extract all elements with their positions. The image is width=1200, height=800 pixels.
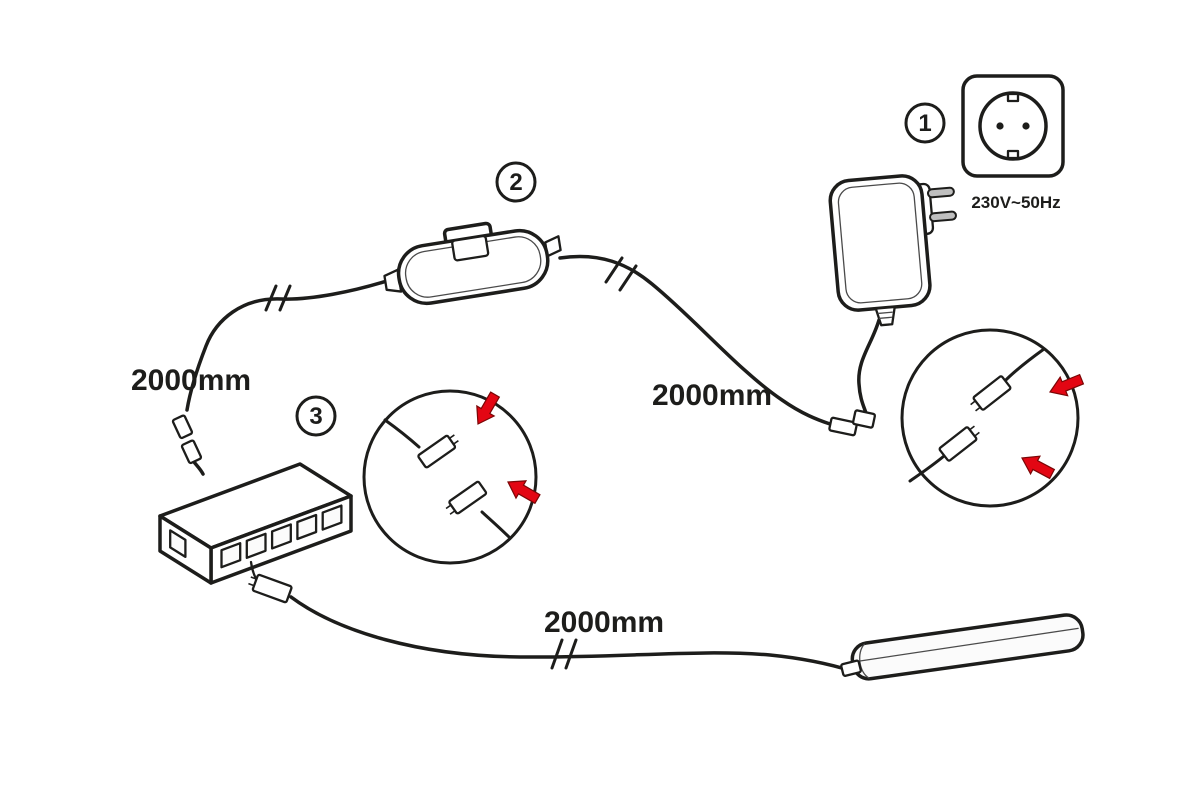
socket-hole-right: [1022, 122, 1030, 130]
plug-connector-icon: [171, 414, 203, 465]
plug-connector-icon: [840, 659, 862, 677]
adapter-body-inner: [837, 182, 923, 304]
cable-break-marks-icon: [550, 638, 578, 670]
cable-break-marks-icon: [604, 256, 638, 292]
box-port: [245, 532, 267, 559]
cable-switch-to-adapter: [558, 254, 832, 426]
voltage-label: 230V~50Hz: [971, 193, 1060, 212]
step-3-number: 3: [309, 403, 322, 430]
socket-earth-clip-top: [1006, 92, 1020, 103]
red-arrow-icon: [507, 480, 541, 505]
step-2-number: 2: [509, 169, 522, 196]
box-port: [220, 542, 242, 569]
red-arrow-icon: [476, 391, 501, 425]
magnifier-circle: [900, 328, 1080, 508]
switch-rocker-front: [451, 234, 490, 262]
connector-detail-left: [362, 389, 541, 565]
cable-adapter-tail: [857, 318, 881, 419]
adapter-body: [828, 174, 932, 312]
adapter-prong-top: [926, 186, 955, 199]
socket-earth-clip-bottom: [1006, 149, 1020, 160]
box-port: [321, 504, 343, 531]
wall-socket-icon: [961, 74, 1065, 178]
power-adapter-icon: [828, 174, 957, 327]
socket-hole-left: [996, 122, 1004, 130]
led-bar-edge: [855, 627, 1079, 663]
step-1-badge: 1: [904, 102, 946, 144]
led-bar-body: [850, 613, 1085, 681]
cable-length-bottom: 2000mm: [544, 606, 664, 639]
plug-connector-icon: [445, 480, 488, 515]
cable-switch-to-distributor: [185, 278, 392, 412]
step-1-number: 1: [918, 110, 931, 137]
cable-break-marks: [264, 256, 638, 670]
red-arrow-icon: [1048, 373, 1085, 397]
distributor-box-icon: [158, 462, 353, 585]
adapter-strain-relief: [874, 305, 896, 327]
box-port: [296, 513, 318, 541]
cable-break-marks-icon: [264, 284, 292, 312]
plug-connector-icon: [828, 409, 877, 437]
led-light-bar-icon: [840, 613, 1085, 681]
detail-cable-in: [383, 418, 421, 449]
inline-switch-icon: [383, 221, 562, 306]
cables: [185, 254, 881, 673]
box-port: [270, 523, 292, 550]
adapter-prong-bottom: [929, 210, 957, 223]
plug-connector-icon: [938, 425, 980, 462]
plug-connector-icon: [248, 560, 293, 604]
connector-detail-right: [900, 328, 1085, 508]
detail-cable-out: [908, 454, 946, 483]
detail-cable-out: [480, 510, 511, 539]
socket-well: [978, 91, 1048, 161]
plug-connector-icon: [417, 434, 459, 469]
cable-box-to-led: [289, 595, 854, 673]
cable-length-left: 2000mm: [131, 364, 251, 397]
step-2-badge: 2: [495, 161, 537, 203]
plug-connector-icon: [970, 375, 1012, 412]
box-port-side: [169, 529, 187, 559]
step-3-badge: 3: [295, 395, 337, 437]
cable-length-right: 2000mm: [652, 379, 772, 412]
red-arrow-icon: [1021, 455, 1056, 480]
